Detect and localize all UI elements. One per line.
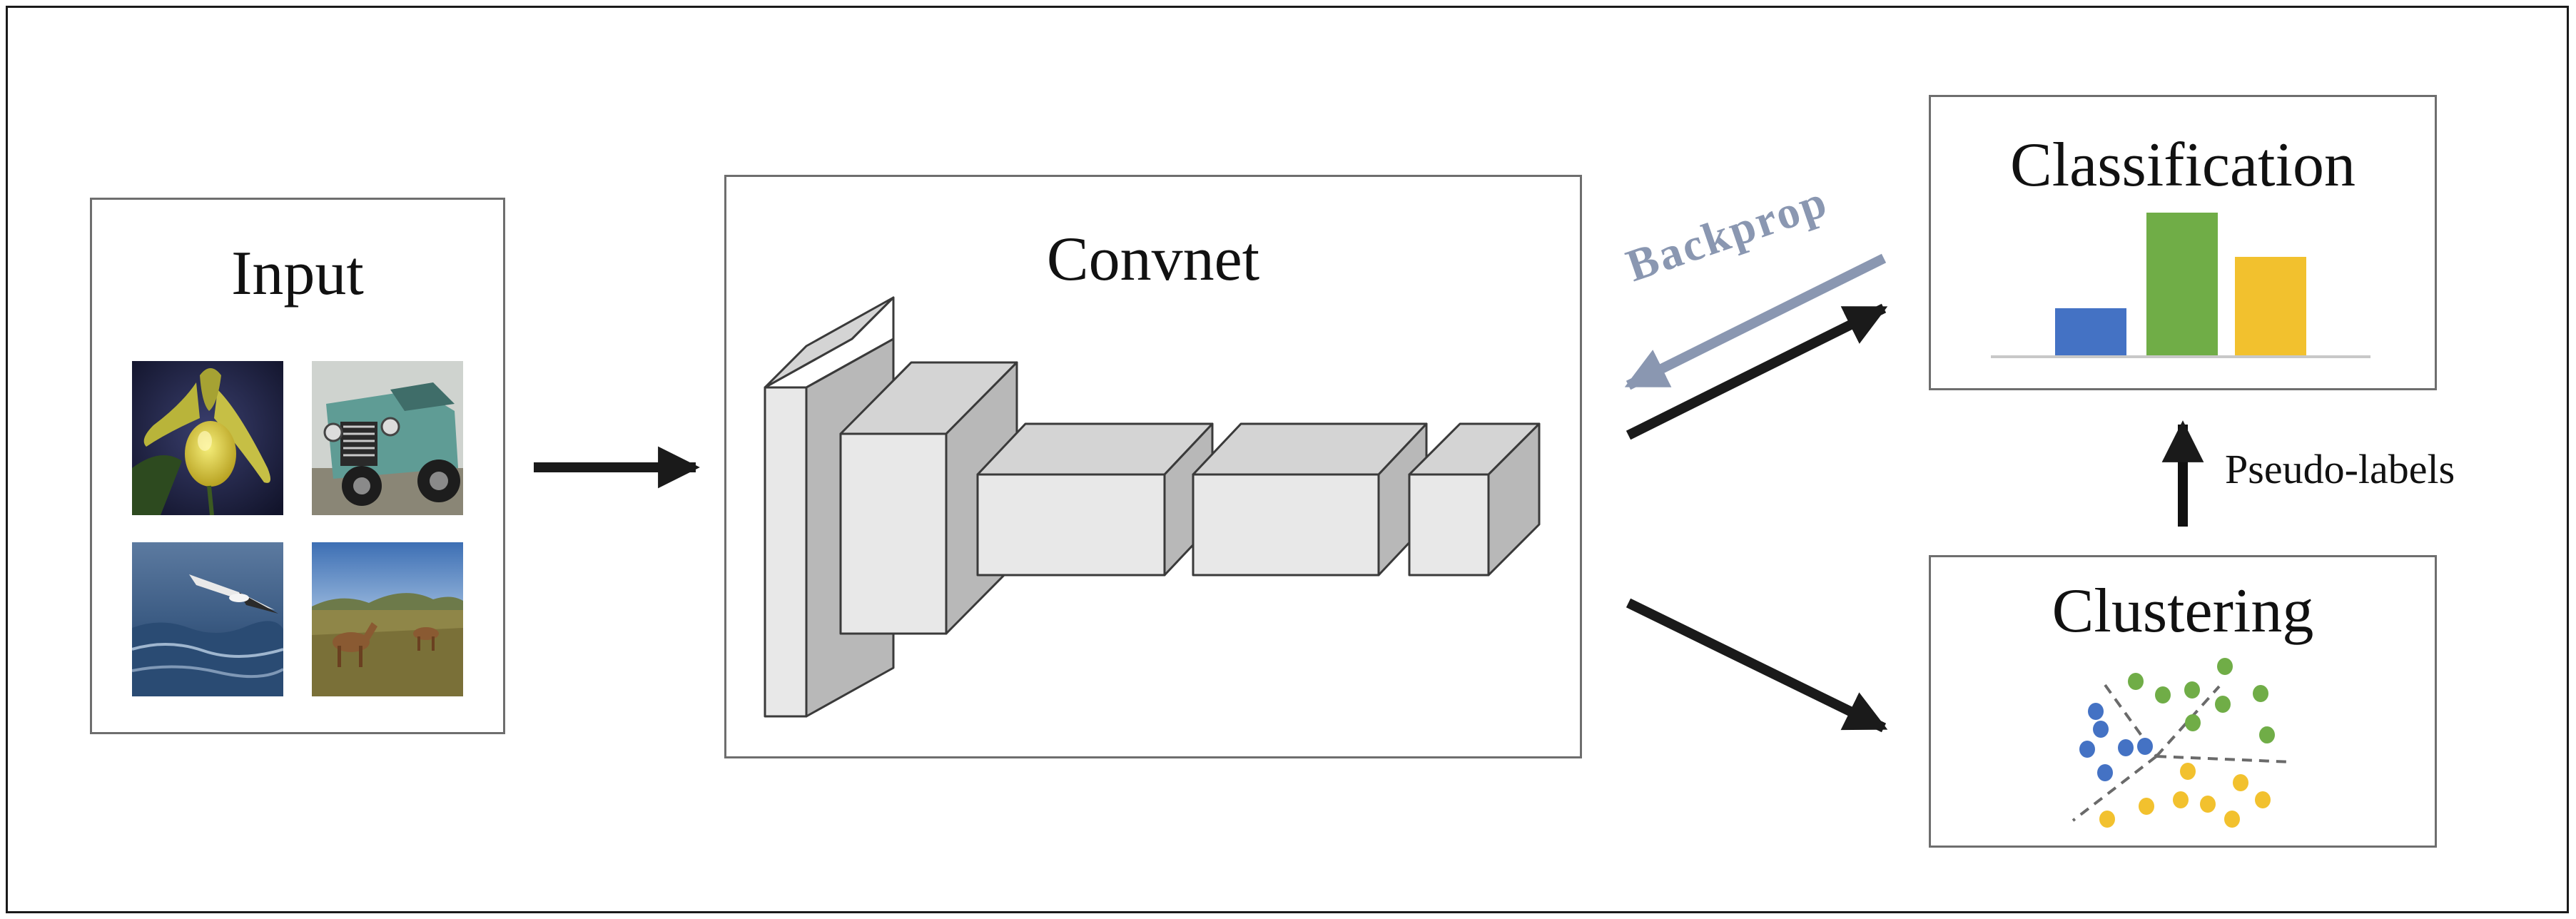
convnet-panel: Convnet (724, 175, 1582, 758)
orchid-flower-image (132, 361, 283, 515)
vintage-car-image (312, 361, 463, 515)
input-panel: Input (90, 198, 505, 734)
seabird-over-water-image (132, 542, 283, 696)
deer-in-field-image (312, 542, 463, 696)
input-title: Input (231, 239, 364, 308)
pseudo-labels-label: Pseudo-labels (2225, 446, 2455, 492)
classification-panel: Classification (1929, 95, 2437, 390)
clustering-title: Clustering (2052, 577, 2314, 646)
classification-title: Classification (2010, 131, 2356, 200)
convnet-title: Convnet (1046, 225, 1260, 294)
clustering-panel: Clustering (1929, 555, 2437, 848)
